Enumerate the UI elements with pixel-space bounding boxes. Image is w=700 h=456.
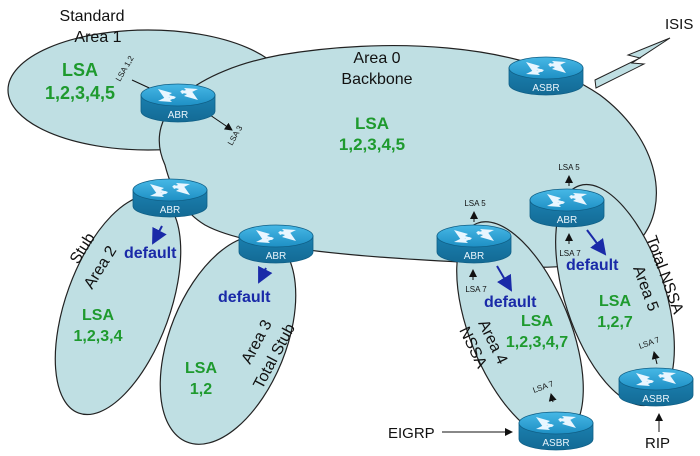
area-2-default-arrow: [152, 225, 167, 245]
lsa5-abr4-label: LSA 5: [464, 199, 486, 208]
router-asbr-area4[interactable]: ASBR: [518, 411, 594, 451]
router-abr-area5-label: ABR: [557, 215, 578, 226]
eigrp-label: EIGRP: [388, 425, 435, 442]
area-4-lsa-label: LSA: [521, 313, 553, 330]
router-abr-area2[interactable]: ABR: [132, 178, 208, 218]
router-asbr-area0[interactable]: ASBR: [508, 56, 584, 96]
area-2-lsa-label: LSA: [82, 307, 114, 324]
area-0-lsa-list: 1,2,3,4,5: [339, 135, 405, 154]
router-asbr-area5-label: ASBR: [642, 394, 669, 405]
router-abr-area3[interactable]: ABR: [238, 224, 314, 264]
area-1-lsa-label: LSA: [62, 60, 98, 80]
area-4-default-arrow: [496, 265, 513, 292]
area-5-default-label: default: [566, 257, 619, 274]
rip-label: RIP: [645, 435, 670, 452]
router-abr-area5[interactable]: ABR: [529, 188, 605, 228]
area-3-default-label: default: [218, 289, 271, 306]
router-abr-area4-label: ABR: [464, 251, 485, 262]
area-5-default-arrow: [586, 229, 607, 256]
lsa7-asbr5-arrow: [651, 351, 660, 365]
area-3-lsa-label: LSA: [185, 360, 217, 377]
area-4-lsa-list: 1,2,3,4,7: [506, 334, 568, 351]
lsa3-flow-arrow: [209, 114, 233, 131]
router-abr-area3-label: ABR: [266, 251, 287, 262]
area-1-lsa-list: 1,2,3,4,5: [45, 83, 115, 103]
area-5-lsa-label: LSA: [599, 293, 631, 310]
router-asbr-area4-label: ASBR: [542, 438, 569, 449]
router-abr-area4[interactable]: ABR: [436, 224, 512, 264]
area-3-default-arrow: [258, 265, 273, 284]
isis-label: ISIS: [665, 16, 693, 33]
isis-link-bolt-icon: [594, 37, 671, 89]
router-abr-area2-label: ABR: [160, 205, 181, 216]
router-abr-area1-label: ABR: [168, 110, 189, 121]
area-1-title-line2: Area 1: [74, 29, 121, 46]
area-2-lsa-list: 1,2,3,4: [74, 328, 123, 345]
area-5-lsa-list: 1,2,7: [597, 314, 633, 331]
area-0-title-line1: Area 0: [353, 50, 400, 67]
lsa7-asbr4-arrow: [548, 393, 557, 403]
router-abr-area1[interactable]: ABR: [140, 83, 216, 123]
lsa5-abr5-label: LSA 5: [558, 163, 580, 172]
lsa7-abr4-label: LSA 7: [465, 285, 487, 294]
area-4-default-label: default: [484, 294, 537, 311]
area-1-title-line1: Standard: [60, 8, 125, 25]
router-asbr-area5[interactable]: ASBR: [618, 367, 694, 407]
area-3-lsa-list: 1,2: [190, 381, 212, 398]
area-2-default-label: default: [124, 245, 177, 262]
router-asbr-area0-label: ASBR: [532, 83, 559, 94]
lsa7-abr5-label: LSA 7: [559, 249, 581, 258]
area-0-lsa-label: LSA: [355, 114, 389, 133]
area-0-title-line2: Backbone: [341, 71, 412, 88]
